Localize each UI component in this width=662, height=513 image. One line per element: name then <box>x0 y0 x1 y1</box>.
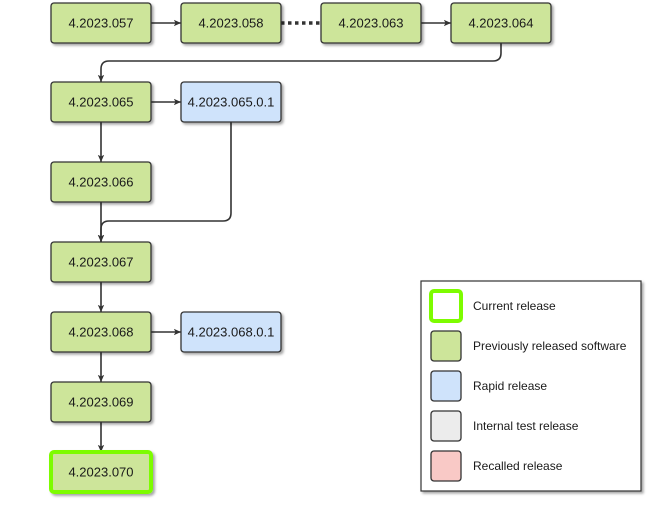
release-node-058: 4.2023.058 <box>180 2 282 44</box>
release-node-057: 4.2023.057 <box>50 2 152 44</box>
release-box <box>180 311 282 353</box>
legend-swatch <box>430 410 462 442</box>
legend-label: Current release <box>473 299 556 313</box>
release-box <box>50 2 152 44</box>
legend-item-previous: Previously released software <box>430 330 627 362</box>
release-box <box>50 381 152 423</box>
legend-label: Rapid release <box>473 379 547 393</box>
release-box <box>50 241 152 283</box>
release-node-070: 4.2023.070 <box>49 450 153 494</box>
connector-arrow <box>97 122 232 242</box>
legend-item-recalled: Recalled release <box>430 450 563 482</box>
legend-item-current: Current release <box>429 289 556 323</box>
release-box <box>180 81 282 123</box>
release-node-067: 4.2023.067 <box>50 241 152 283</box>
release-nodes: 4.2023.057 4.2023.058 4.2023.063 4.2023.064… <box>49 2 552 494</box>
current-release-box <box>49 450 153 494</box>
legend-swatch <box>429 289 463 323</box>
release-box <box>180 2 282 44</box>
connectors <box>97 19 502 452</box>
release-node-065r: 4.2023.065.0.1 <box>180 81 282 123</box>
release-label: 4.2023.070 <box>68 465 133 480</box>
release-label: 4.2023.065 <box>68 95 133 110</box>
release-box <box>50 161 152 203</box>
release-label: 4.2023.068.0.1 <box>188 325 275 340</box>
release-label: 4.2023.069 <box>68 395 133 410</box>
release-node-066: 4.2023.066 <box>50 161 152 203</box>
connector-arrow <box>97 43 502 82</box>
release-label: 4.2023.064 <box>468 16 533 31</box>
release-label: 4.2023.066 <box>68 175 133 190</box>
legend-swatch <box>430 370 462 402</box>
legend-item-rapid: Rapid release <box>430 370 547 402</box>
release-node-063: 4.2023.063 <box>320 2 422 44</box>
release-node-069: 4.2023.069 <box>50 381 152 423</box>
release-node-068r: 4.2023.068.0.1 <box>180 311 282 353</box>
release-box <box>50 81 152 123</box>
legend-label: Previously released software <box>473 339 627 353</box>
release-box <box>450 2 552 44</box>
release-box <box>50 311 152 353</box>
release-label: 4.2023.068 <box>68 325 133 340</box>
release-node-065: 4.2023.065 <box>50 81 152 123</box>
legend-label: Recalled release <box>473 459 563 473</box>
release-label: 4.2023.057 <box>68 16 133 31</box>
legend-label: Internal test release <box>473 419 579 433</box>
release-node-064: 4.2023.064 <box>450 2 552 44</box>
release-label: 4.2023.067 <box>68 255 133 270</box>
release-node-068: 4.2023.068 <box>50 311 152 353</box>
release-label: 4.2023.058 <box>198 16 263 31</box>
legend-item-internal: Internal test release <box>430 410 579 442</box>
legend-swatch <box>430 450 462 482</box>
release-label: 4.2023.063 <box>338 16 403 31</box>
release-box <box>320 2 422 44</box>
legend-swatch <box>430 330 462 362</box>
release-label: 4.2023.065.0.1 <box>188 95 275 110</box>
